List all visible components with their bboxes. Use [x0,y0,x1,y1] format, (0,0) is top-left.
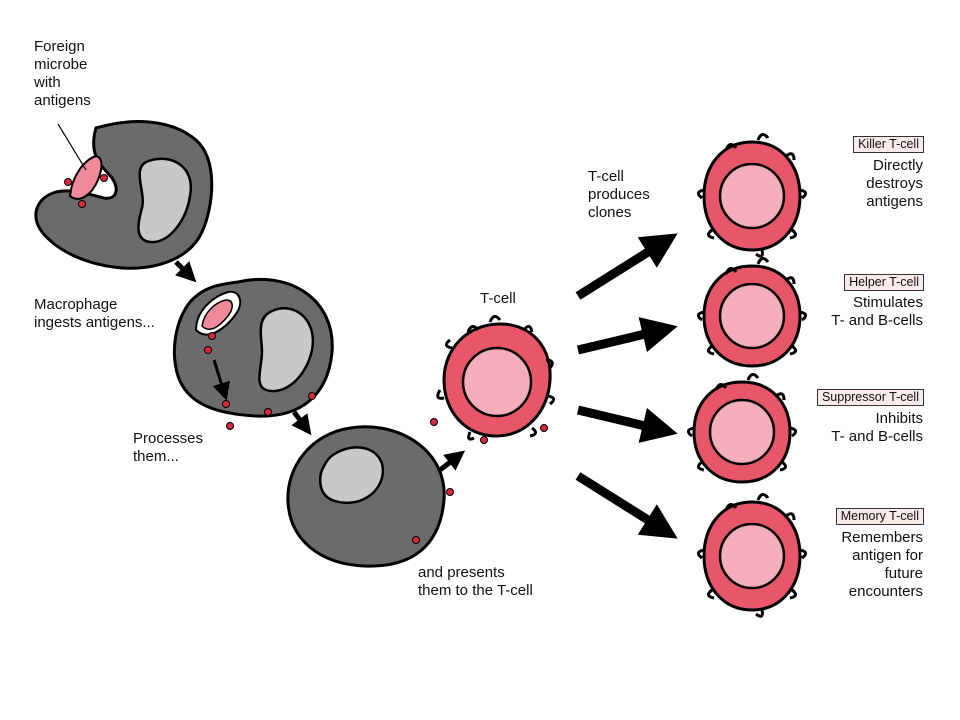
flow-arrow-2 [291,410,312,436]
antigen [226,422,234,430]
pointer-line [57,123,87,171]
antigen [540,424,548,432]
clone-tcell-suppressor [687,373,797,484]
desc-suppressor-tcell: Inhibits T- and B-cells [831,410,923,445]
flow-arrow-1 [174,260,197,283]
antigen [308,392,316,400]
antigen [78,200,86,208]
flow-arrow-3 [438,450,466,472]
tag-killer-tcell: Killer T-cell [853,136,924,153]
tag-helper-tcell: Helper T-cell [844,274,924,291]
antigen [480,436,488,444]
clone-arrow-killer [575,233,678,300]
macrophage-ingested [172,277,334,430]
desc-killer-tcell: Directly destroys antigens [866,157,923,210]
label-presents: and presents them to the T-cell [418,564,533,599]
clone-tcell-memory [697,493,807,618]
label-tcell: T-cell [480,290,516,307]
process-arrow [212,359,230,401]
label-foreign-microbe: Foreign microbe with antigens [34,38,91,109]
clone-tcell-killer [697,133,807,258]
label-processes: Processes them... [133,430,204,465]
antigen [100,174,108,182]
clone-arrow-memory [575,472,678,539]
clone-tcell-helper [697,257,807,368]
antigen [264,408,272,416]
macrophage-engulfing [34,120,214,270]
antigen [412,536,420,544]
tag-memory-tcell: Memory T-cell [835,508,924,525]
central-tcell [430,315,555,444]
desc-helper-tcell: Stimulates T- and B-cells [831,294,923,329]
tag-suppressor-tcell: Suppressor T-cell [816,389,924,406]
clone-arrow-helper [576,317,678,355]
antigen [222,400,230,408]
desc-memory-tcell: Remembers antigen for future encounters [841,529,923,600]
label-produces-clones: T-cell produces clones [588,168,650,221]
antigen [430,418,438,426]
antigen [204,346,212,354]
antigen [208,332,216,340]
antigen [446,488,454,496]
label-macrophage-ingests: Macrophage ingests antigens... [34,296,155,331]
microbe [68,154,103,200]
antigen [64,178,72,186]
microbe [201,299,233,330]
clone-arrow-suppressor [576,405,678,443]
macrophage-presenting [286,425,454,568]
